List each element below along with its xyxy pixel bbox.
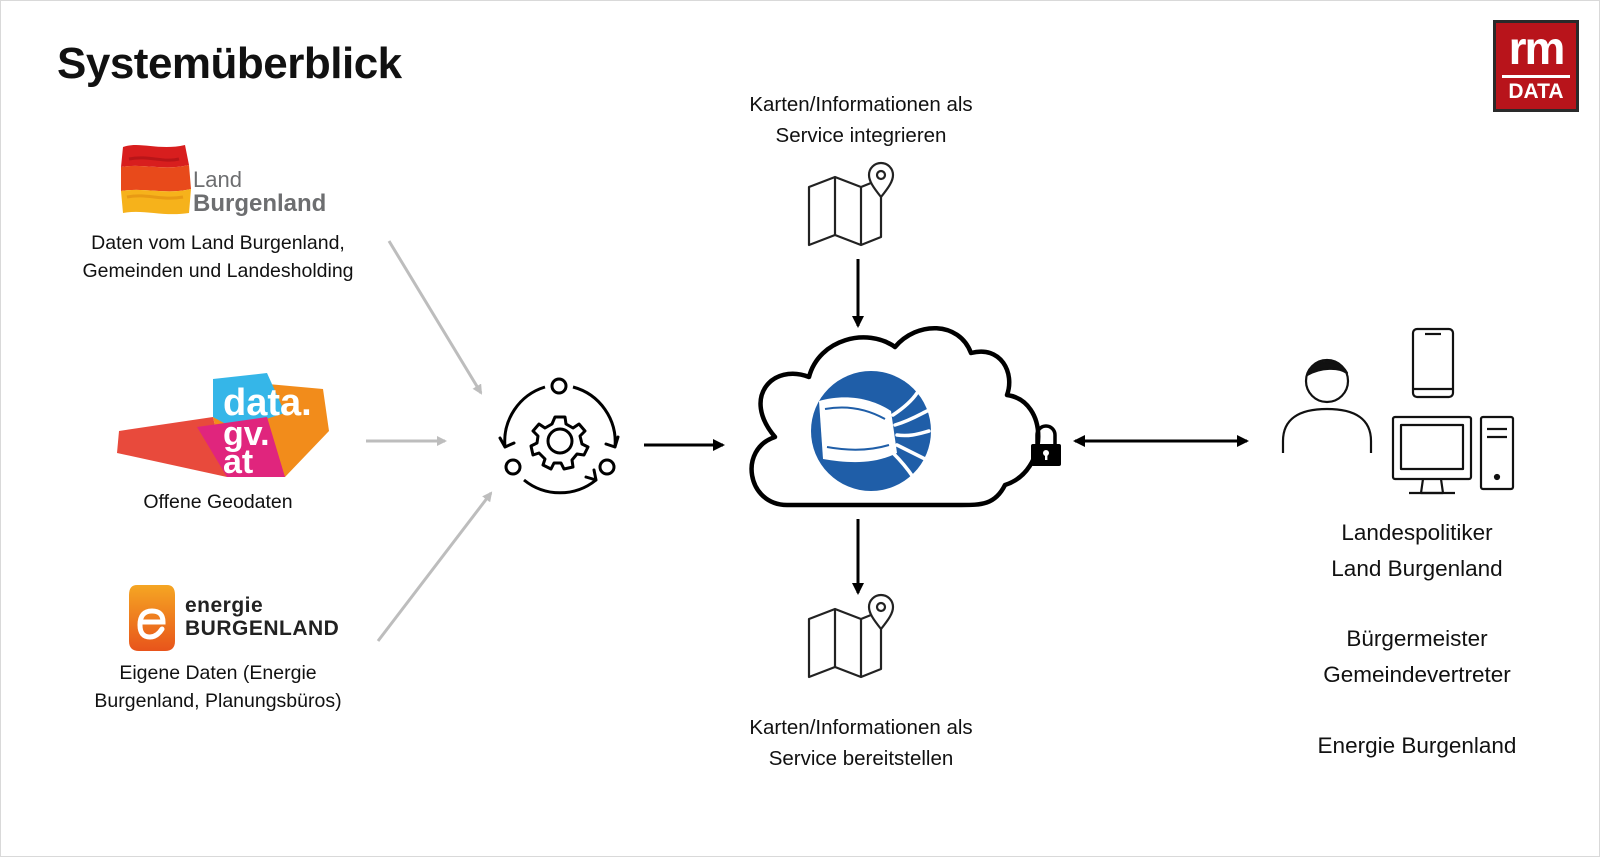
land-caption: Daten vom Land Burgenland, Gemeinden und… — [53, 229, 383, 285]
arrow-energie-to-process — [376, 491, 493, 642]
audience-group1-line2: Land Burgenland — [1331, 556, 1503, 581]
data-gv-at-logo: data. gv. at — [117, 373, 329, 477]
audience-group2-line2: Gemeindevertreter — [1323, 662, 1511, 687]
audience-group3-line1: Energie Burgenland — [1317, 733, 1517, 758]
audience-group-1: Landespolitiker Land Burgenland — [1267, 515, 1567, 587]
audience-group-2: Bürgermeister Gemeindevertreter — [1267, 621, 1567, 693]
smartphone-icon — [1411, 327, 1455, 399]
audience-group-3: Energie Burgenland — [1267, 728, 1567, 764]
energie-caption-line1: Eigene Daten (Energie — [119, 662, 317, 684]
datagv-caption: Offene Geodaten — [83, 488, 353, 516]
top-service-line1: Karten/Informationen als — [749, 93, 973, 116]
bottom-service-line2: Service bereitstellen — [768, 747, 954, 770]
land-burgenland-logo: Land Burgenland — [193, 169, 326, 217]
land-logo-line1: Land — [193, 167, 242, 192]
energie-logo-line1: energie — [185, 594, 264, 617]
rm-logo-subtext: DATA — [1502, 75, 1570, 104]
lock-icon — [1031, 424, 1061, 466]
audience-group2-line1: Bürgermeister — [1346, 626, 1488, 651]
bottom-service-caption: Karten/Informationen als Service bereits… — [701, 712, 1021, 774]
map-pin-icon-top — [807, 161, 895, 247]
energie-burgenland-logo: energie BURGENLAND — [185, 595, 339, 641]
fiber-cable-icon — [811, 371, 931, 491]
datagv-line1: data. — [223, 382, 312, 424]
datagv-line2: gv. — [223, 415, 270, 453]
land-logo-line2: Burgenland — [193, 190, 327, 217]
energie-caption-line2: Burgenland, Planungsbüros) — [94, 690, 342, 712]
energie-caption: Eigene Daten (Energie Burgenland, Planun… — [63, 659, 373, 715]
energie-logo-line2: BURGENLAND — [185, 617, 340, 640]
land-burgenland-flag-icon — [121, 145, 191, 215]
page-title: Systemüberblick — [57, 39, 402, 88]
energie-burgenland-icon — [129, 585, 175, 651]
arrow-land-to-process — [387, 240, 483, 395]
processing-gear-cycle-icon — [498, 377, 620, 495]
user-icon — [1281, 358, 1373, 453]
rm-data-logo: rm DATA — [1493, 20, 1579, 112]
rm-logo-text: rm — [1508, 22, 1566, 74]
bottom-service-line1: Karten/Informationen als — [749, 716, 973, 739]
datagv-line3: at — [223, 443, 253, 477]
audience-group1-line1: Landespolitiker — [1341, 520, 1493, 545]
land-caption-line2: Gemeinden und Landesholding — [82, 260, 354, 282]
top-service-line2: Service integrieren — [775, 124, 947, 147]
land-caption-line1: Daten vom Land Burgenland, — [91, 232, 345, 254]
datagv-caption-line1: Offene Geodaten — [143, 491, 293, 513]
top-service-caption: Karten/Informationen als Service integri… — [701, 89, 1021, 151]
map-pin-icon-bottom — [807, 593, 895, 679]
desktop-computer-icon — [1391, 415, 1515, 495]
